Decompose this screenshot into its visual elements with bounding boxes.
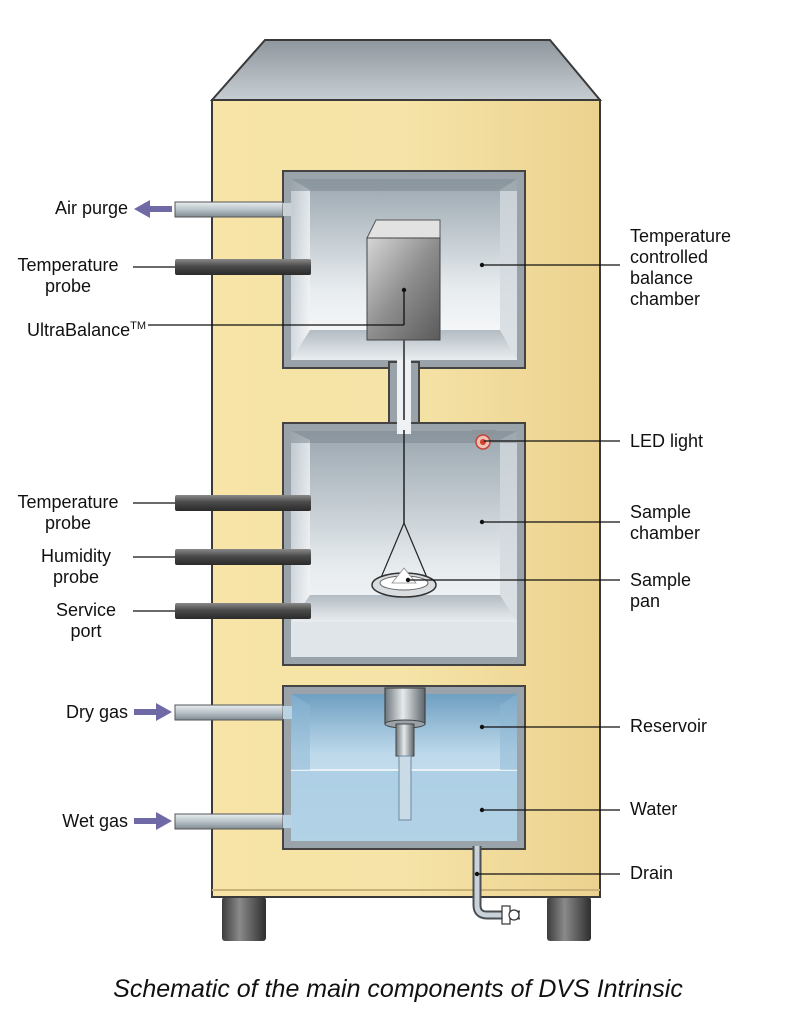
humidity-probe xyxy=(175,549,311,565)
label-drain: Drain xyxy=(630,863,674,883)
label-temperature-controlled-balance-chamber: Temperature controlled balance chamber xyxy=(630,226,732,309)
reservoir-chamber xyxy=(282,685,526,850)
label-temperature-probe-mid: Temperature probe xyxy=(17,492,119,533)
drain-pipe xyxy=(472,846,520,925)
cabinet-foot-left xyxy=(222,897,266,941)
dry-gas-tube xyxy=(174,704,292,721)
dry-gas-arrow xyxy=(134,703,172,721)
label-air-purge: Air purge xyxy=(54,198,128,218)
label-temperature-probe-top: Temperature probe xyxy=(17,255,119,296)
label-dry-gas: Dry gas xyxy=(65,702,128,722)
label-water: Water xyxy=(630,799,678,819)
label-sample-chamber: Sample chamber xyxy=(630,502,701,543)
label-ultrabalance: UltraBalanceTM xyxy=(27,320,146,340)
cabinet-foot-right xyxy=(547,897,591,941)
air-purge-arrow xyxy=(134,200,172,218)
temperature-probe-mid xyxy=(175,495,311,511)
leader-lines xyxy=(133,262,620,877)
figure-caption: Schematic of the main components of DVS … xyxy=(113,975,683,1003)
label-led-light: LED light xyxy=(630,431,704,451)
cabinet-top-panel xyxy=(209,39,603,101)
reservoir-probe xyxy=(384,687,426,821)
label-sample-pan: Sample pan xyxy=(630,570,692,611)
label-wet-gas: Wet gas xyxy=(62,811,128,831)
wet-gas-tube xyxy=(174,813,292,830)
air-purge-tube xyxy=(174,201,292,218)
wet-gas-arrow xyxy=(134,812,172,830)
label-service-port: Service port xyxy=(55,600,117,641)
label-humidity-probe: Humidity probe xyxy=(40,546,111,587)
label-reservoir: Reservoir xyxy=(630,716,708,736)
service-port xyxy=(175,603,311,619)
temperature-probe-top xyxy=(175,259,311,275)
